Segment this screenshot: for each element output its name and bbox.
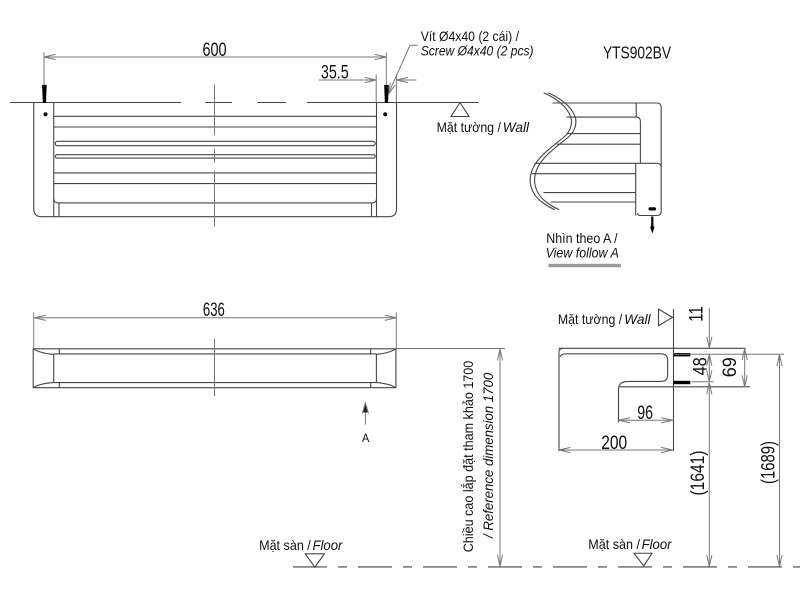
svg-text:Wall: Wall [624, 312, 651, 327]
svg-text:(1641): (1641) [687, 451, 709, 496]
svg-text:View follow A: View follow A [546, 246, 619, 261]
svg-text:Nhìn theo A /: Nhìn theo A / [546, 231, 618, 246]
svg-text:35.5: 35.5 [321, 62, 349, 84]
svg-text:Mặt sàn /: Mặt sàn / [588, 537, 640, 552]
svg-text:/ Reference dimension 1700: / Reference dimension 1700 [481, 372, 496, 538]
svg-text:Floor: Floor [313, 538, 344, 553]
svg-text:96: 96 [637, 402, 653, 424]
svg-text:11: 11 [686, 306, 708, 322]
svg-text:YTS902BV: YTS902BV [603, 43, 671, 63]
svg-text:Mặt tường /: Mặt tường / [558, 312, 622, 327]
svg-text:Mặt sàn /: Mặt sàn / [259, 538, 311, 553]
svg-text:200: 200 [601, 432, 627, 454]
svg-text:A: A [362, 431, 370, 445]
svg-text:(1689): (1689) [757, 441, 779, 484]
svg-text:636: 636 [203, 299, 225, 321]
svg-text:Wall: Wall [503, 120, 530, 135]
svg-text:Floor: Floor [642, 537, 673, 552]
svg-text:Mặt tường /: Mặt tường / [437, 120, 501, 135]
svg-text:600: 600 [202, 39, 226, 61]
svg-text:48: 48 [689, 357, 711, 375]
svg-text:Chiều cao lắp đặt tham khảo 17: Chiều cao lắp đặt tham khảo 1700 [460, 360, 476, 552]
svg-text:Screw Ø4x40 (2 pcs): Screw Ø4x40 (2 pcs) [421, 44, 534, 59]
svg-text:69: 69 [719, 357, 741, 377]
svg-text:Vít Ø4x40 (2 cái) /: Vít Ø4x40 (2 cái) / [421, 29, 519, 44]
